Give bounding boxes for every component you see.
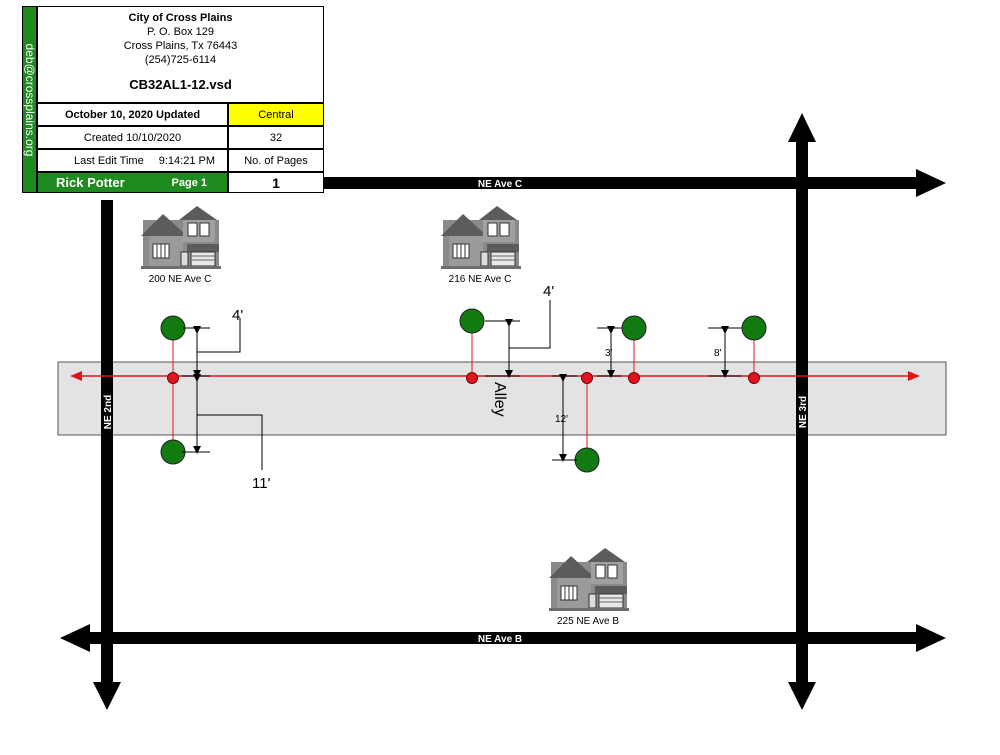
title-block: deb@crossplains.org City of Cross Plains…: [22, 6, 324, 193]
dimension-lines: [182, 300, 742, 470]
house-216-address: 216 NE Ave C: [449, 274, 512, 285]
page-label: Page 1: [171, 176, 207, 189]
house-200-icon: [140, 205, 222, 270]
zone-number: 32: [228, 126, 324, 149]
page-count: 1: [228, 172, 324, 193]
house-225-address: 225 NE Ave B: [557, 616, 619, 627]
email-strip: deb@crossplains.org: [22, 6, 37, 193]
author-row: Rick Potter Page 1: [37, 172, 228, 193]
measure-3ft: 3': [605, 348, 613, 359]
last-edit-time: 9:14:21 PM: [158, 154, 215, 167]
org-header: City of Cross Plains P. O. Box 129 Cross…: [37, 6, 324, 103]
street-ne-2nd: [93, 200, 121, 710]
label-ne-ave-b: NE Ave B: [478, 634, 522, 645]
city-line: Cross Plains, Tx 76443: [123, 40, 238, 52]
email-text: deb@crossplains.org: [22, 43, 37, 156]
tree-2: [459, 308, 485, 376]
label-ne-2nd: NE 2nd: [103, 395, 114, 429]
pages-label: No. of Pages: [228, 149, 324, 172]
phone: (254)725-6114: [144, 54, 217, 66]
label-alley: Alley: [491, 382, 508, 417]
street-ne-ave-b: [60, 624, 946, 652]
tree-3: [621, 315, 647, 376]
measure-4ft-left: 4': [232, 307, 243, 324]
file-name: CB32AL1-12.vsd: [129, 77, 232, 92]
org-name: City of Cross Plains: [128, 12, 233, 24]
measure-12ft: 12': [555, 414, 568, 425]
house-225-icon: [548, 547, 630, 612]
created-date: Created 10/10/2020: [37, 126, 228, 149]
last-edit-label: Last Edit Time: [74, 154, 144, 167]
measure-11ft: 11': [252, 475, 271, 492]
zone-name: Central: [228, 103, 324, 126]
meter-nodes: [167, 372, 760, 384]
last-edit-row: Last Edit Time 9:14:21 PM: [37, 149, 228, 172]
house-200-address: 200 NE Ave C: [149, 274, 212, 285]
label-ne-3rd: NE 3rd: [798, 396, 809, 428]
street-ne-3rd: [788, 113, 816, 710]
house-216-icon: [440, 205, 522, 270]
date-updated: October 10, 2020 Updated: [37, 103, 228, 126]
author-name: Rick Potter: [56, 175, 125, 190]
measure-8ft: 8': [714, 348, 722, 359]
label-ne-ave-c: NE Ave C: [478, 179, 522, 190]
measure-4ft-middle: 4': [543, 283, 554, 300]
po-box: P. O. Box 129: [146, 26, 215, 38]
